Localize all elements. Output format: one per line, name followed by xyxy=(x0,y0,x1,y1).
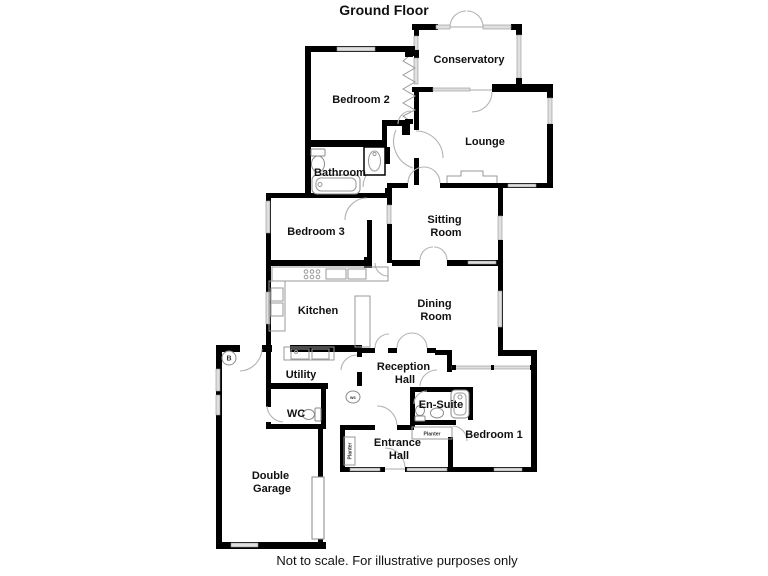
front-door xyxy=(384,447,406,468)
conservatory-french-door-right xyxy=(466,10,484,28)
fixtures xyxy=(221,52,498,540)
bathtub-icon xyxy=(311,174,361,195)
bedroom3-door xyxy=(344,197,368,221)
dining-sitting-door-left xyxy=(419,246,434,261)
entrance-hall-line2: Hall xyxy=(389,450,409,462)
ensuite-basin-icon xyxy=(430,407,444,419)
double-garage-line1: Double xyxy=(252,470,289,482)
planter-box-left xyxy=(343,436,356,466)
room-label-bedroom3: Bedroom 3 xyxy=(287,226,344,238)
room-label-bedroom1: Bedroom 1 xyxy=(465,429,522,441)
sitting-lounge-door-right xyxy=(423,166,441,184)
room-label-kitchen: Kitchen xyxy=(298,305,339,317)
room-label-double-garage: Double Garage xyxy=(252,470,292,495)
hall-bedroom1-door xyxy=(419,369,438,387)
shower-icon xyxy=(363,146,386,176)
reception-kitchen-door xyxy=(374,333,390,349)
corridor-kitchen-door xyxy=(374,262,389,277)
boiler-marker-icon xyxy=(221,350,237,366)
fireplace-icon xyxy=(446,170,498,183)
dining-sitting-door-right xyxy=(433,246,448,261)
hob-icon xyxy=(303,269,321,280)
wc-toilet-icon xyxy=(302,407,322,422)
reception-dining-door-right xyxy=(411,332,428,349)
hall-upper-door xyxy=(397,110,412,125)
ensuite-toilet-icon xyxy=(414,405,426,422)
room-label-conservatory: Conservatory xyxy=(434,54,506,66)
room-label-ensuite: En-Suite xyxy=(419,399,464,411)
utility-door xyxy=(340,354,358,371)
dining-room-line2: Room xyxy=(420,311,451,323)
toilet-icon xyxy=(310,148,326,173)
room-label-wc: WC xyxy=(287,408,305,420)
reception-dining-door-left xyxy=(396,332,413,349)
reception-hall-line1: Reception xyxy=(377,361,430,373)
kitchen-island xyxy=(354,295,371,348)
folding-door-icon xyxy=(402,55,417,121)
room-label-dining-room: Dining Room xyxy=(417,298,454,323)
wc-door xyxy=(266,405,284,423)
planter-label-right: Planter xyxy=(424,432,441,438)
room-label-lounge: Lounge xyxy=(465,136,505,148)
double-garage-line2: Garage xyxy=(253,483,291,495)
ensuite-bath-icon xyxy=(450,389,470,419)
walls xyxy=(215,24,553,549)
entrance-inner-door xyxy=(376,405,398,426)
sitting-room-line2: Room xyxy=(430,227,461,239)
page-title: Ground Floor xyxy=(339,2,429,18)
room-label-bedroom2: Bedroom 2 xyxy=(332,94,389,106)
hall-lounge-door xyxy=(415,130,444,159)
room-label-utility: Utility xyxy=(286,369,317,381)
conservatory-french-door-left xyxy=(449,10,467,28)
wc-marker-icon xyxy=(345,390,361,404)
hall-swing-door xyxy=(393,129,414,169)
entrance-hall-line1: Entrance xyxy=(374,437,421,449)
boiler-marker-label: B xyxy=(226,356,231,363)
sitting-room-line1: Sitting xyxy=(427,214,461,226)
planter-box-right xyxy=(411,426,453,440)
room-label-reception-hall: Reception Hall xyxy=(377,361,433,386)
bedroom1-entry-door xyxy=(452,425,468,442)
room-label-entrance-hall: Entrance Hall xyxy=(374,437,424,462)
room-label-bathroom: Bathroom xyxy=(314,167,366,179)
planter-label-left: Planter xyxy=(348,442,354,459)
garage-door xyxy=(239,348,263,372)
wc-marker-label: wc xyxy=(349,395,357,400)
reception-hall-line2: Hall xyxy=(395,374,415,386)
garage-side-door xyxy=(311,476,325,540)
dining-room-line1: Dining xyxy=(417,298,451,310)
fridge-icon xyxy=(270,287,284,302)
sitting-lounge-door-left xyxy=(407,166,425,184)
disclaimer-text: Not to scale. For illustrative purposes … xyxy=(276,553,518,568)
ensuite-door xyxy=(413,390,428,405)
utility-sink-icon xyxy=(283,346,335,361)
room-label-sitting-room: Sitting Room xyxy=(427,214,464,239)
kitchen-counter xyxy=(268,266,389,348)
conservatory-lounge-door xyxy=(471,91,493,113)
